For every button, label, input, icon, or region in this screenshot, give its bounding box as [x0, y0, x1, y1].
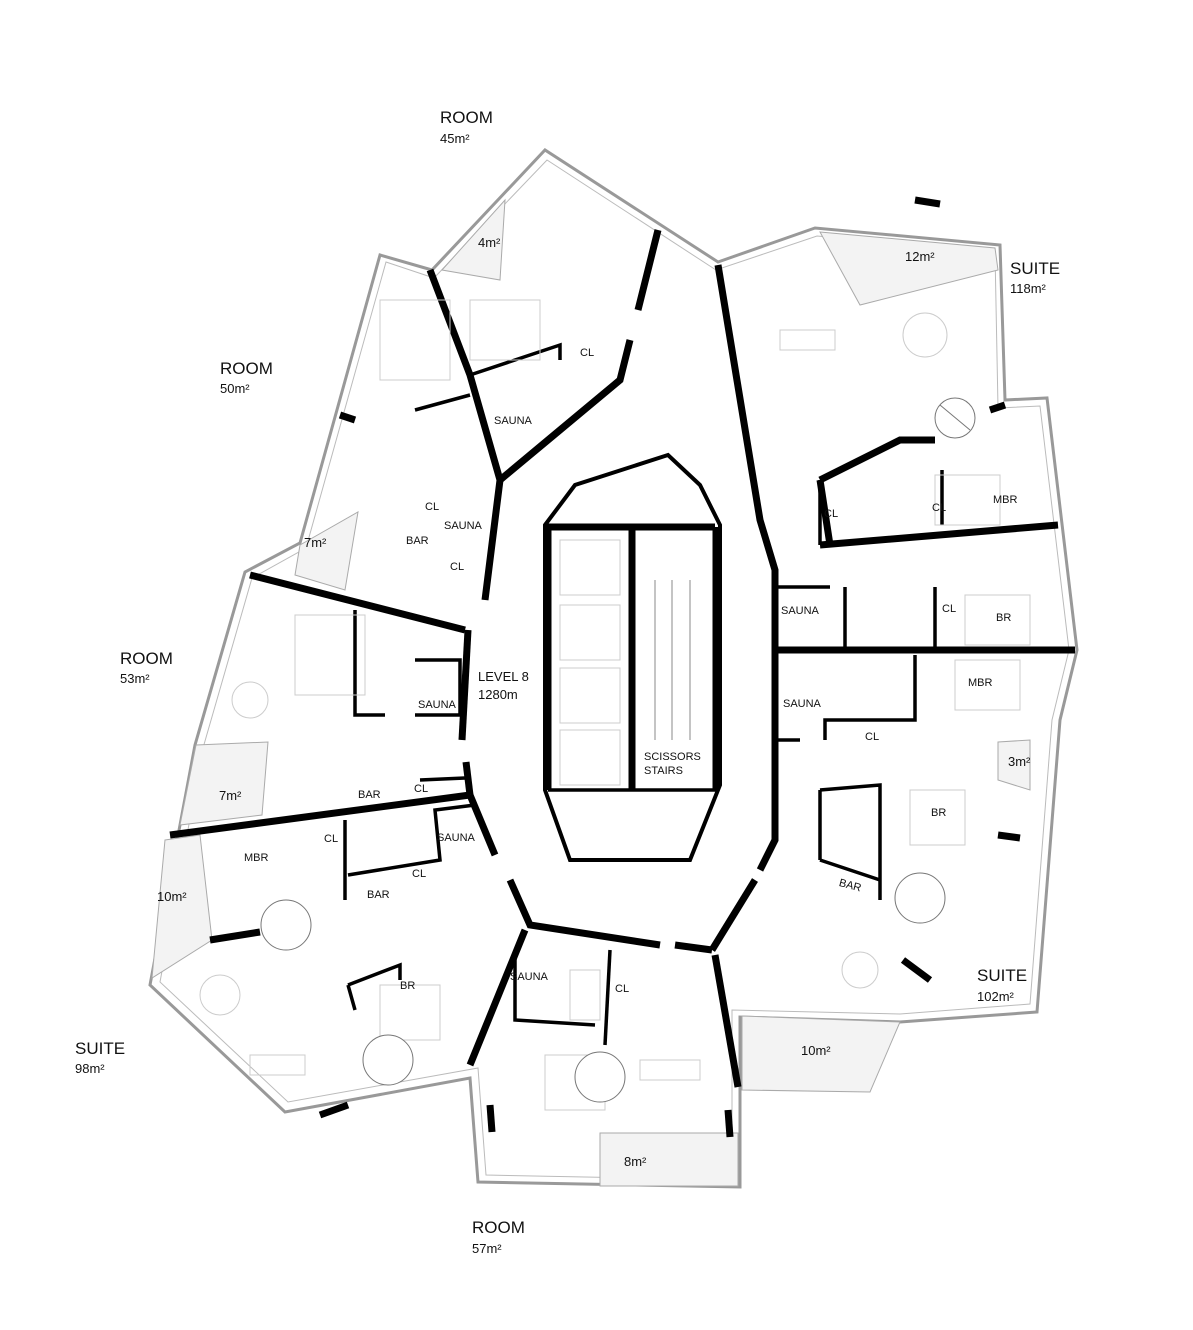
round-stair-doors [260, 397, 976, 1103]
room-tag: CL [425, 501, 439, 513]
terrace [179, 741, 269, 826]
room-tag: SAUNA [781, 605, 820, 617]
unit-type-label: ROOM [220, 359, 273, 378]
unit-type-label: ROOM [440, 108, 493, 127]
unit-area-label: 53m² [120, 671, 150, 686]
terrace-area: 12m² [905, 249, 935, 264]
room-tag: SAUNA [494, 415, 533, 427]
room-tag: SAUNA [437, 832, 476, 844]
unit-type-label: SUITE [977, 966, 1027, 985]
room-tag: MBR [968, 677, 993, 689]
room-tag: CL [450, 561, 464, 573]
unit-area-label: 98m² [75, 1061, 105, 1076]
terrace [294, 511, 359, 591]
terrace-area: 4m² [478, 235, 501, 250]
unit-area-label: 45m² [440, 131, 470, 146]
room-tag: CL [324, 833, 338, 845]
unit-type-label: ROOM [120, 649, 173, 668]
unit-type-label: SUITE [1010, 259, 1060, 278]
level-area: 1280m [478, 687, 518, 702]
terrace [997, 739, 1031, 791]
terrace-area: 10m² [157, 889, 187, 904]
room-tag: SAUNA [783, 698, 822, 710]
terrace [441, 198, 506, 281]
unit-type-label: SUITE [75, 1039, 125, 1058]
terrace [741, 1015, 901, 1093]
terrace-area: 7m² [219, 788, 242, 803]
terrace-area: 8m² [624, 1154, 647, 1169]
terrace [819, 231, 999, 306]
level-name: LEVEL 8 [478, 669, 529, 684]
room-tag: CL [824, 508, 838, 520]
elevators [559, 539, 621, 786]
room-tag: CL [580, 347, 594, 359]
room-tag: BR [400, 980, 415, 992]
room-tag: CL [414, 783, 428, 795]
room-tag: CL [932, 502, 946, 514]
room-tag: BAR [367, 889, 390, 901]
stairs-label: SCISSORS [644, 751, 701, 763]
room-tag: BAR [838, 877, 863, 894]
unit-area-label: 57m² [472, 1241, 502, 1256]
terrace [599, 1132, 739, 1187]
room-tag: SAUNA [418, 699, 457, 711]
room-tag: SAUNA [444, 520, 483, 532]
room-tag: CL [615, 983, 629, 995]
stairs [654, 580, 691, 740]
unit-area-label: 118m² [1010, 281, 1047, 296]
terrace-area: 7m² [304, 535, 327, 550]
room-tags: CL SAUNA CL SAUNA BAR CL CL CL MBR SAUNA… [244, 347, 1018, 995]
room-tag: BAR [406, 535, 429, 547]
room-tag: MBR [993, 494, 1018, 506]
building-inner-outline [159, 159, 1070, 1181]
terrace-area: 3m² [1008, 754, 1031, 769]
room-tag: BAR [358, 789, 381, 801]
unit-area-label: 102m² [977, 989, 1015, 1004]
room-tag: BR [931, 807, 946, 819]
stairs-label: STAIRS [644, 765, 683, 777]
room-tag: CL [942, 603, 956, 615]
terrace [151, 834, 213, 979]
room-tag: CL [865, 731, 879, 743]
room-tag: MBR [244, 852, 269, 864]
unit-area-label: 50m² [220, 381, 250, 396]
core-wall [543, 452, 722, 862]
room-tag: CL [412, 868, 426, 880]
room-tag: BR [996, 612, 1011, 624]
partitions [343, 342, 944, 1046]
walls [169, 196, 1075, 1138]
unit-type-label: ROOM [472, 1218, 525, 1237]
terrace-area: 10m² [801, 1043, 831, 1058]
room-tag: SAUNA [510, 971, 549, 983]
